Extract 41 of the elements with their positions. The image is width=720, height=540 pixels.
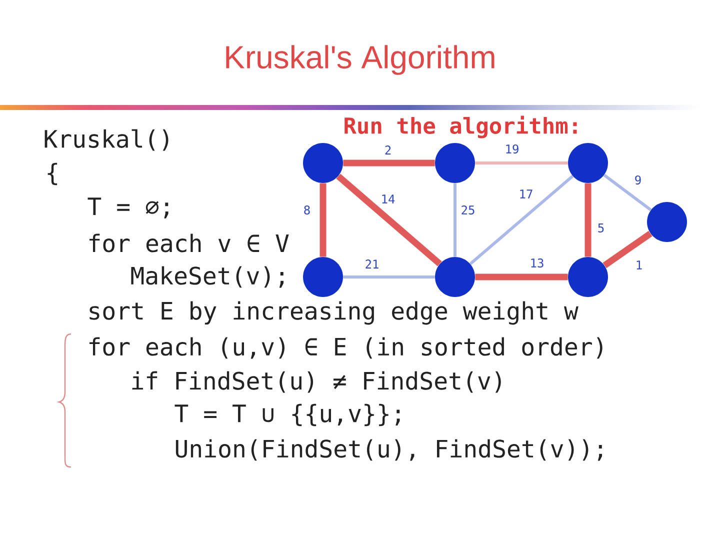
graph-vertex (303, 257, 343, 297)
graph-edge (320, 183, 326, 257)
graph-edge (343, 160, 435, 166)
code-line: { (48, 162, 58, 186)
edge-weight: 9 (633, 174, 643, 186)
graph-vertex (568, 257, 608, 297)
code-line: for each v ∈ V (90, 234, 289, 252)
graph-vertex (647, 202, 687, 242)
graph-edge (584, 183, 592, 257)
code-line: MakeSet(v); (131, 266, 284, 288)
graph-edge (343, 276, 435, 278)
graph-edge (602, 230, 652, 268)
edge-weight: 25 (460, 204, 476, 216)
instruction-text: Run the algorithm: (344, 116, 577, 138)
graph-vertex (303, 143, 343, 183)
graph-vertex (435, 257, 475, 297)
code-line: T = T ∪ {{u,v}}; (174, 404, 400, 426)
slide-title: Kruskal's Algorithm (226, 45, 494, 75)
edge-weight: 21 (364, 258, 380, 270)
edge-weight: 13 (528, 257, 546, 269)
edge-weight: 19 (504, 143, 520, 155)
code-line: Kruskal() (44, 129, 168, 151)
edge-weight: 1 (634, 260, 644, 270)
edge-weight: 14 (380, 194, 396, 204)
code-line: Union(FindSet(u), FindSet(v)); (176, 439, 602, 461)
edge-weight: 8 (302, 204, 312, 216)
graph-vertex (435, 143, 475, 183)
graph-vertex (568, 143, 608, 183)
graph-edge (469, 175, 574, 265)
code-line: for each (u,v) ∈ E (in sorted order) (90, 337, 602, 359)
graph-edge (475, 162, 568, 164)
graph-edge (603, 174, 652, 212)
edge-weight: 2 (383, 144, 393, 156)
graph-edge (475, 274, 568, 280)
graph-edge (336, 174, 442, 266)
code-line: T = ∅; (88, 198, 168, 218)
edge-weight: 5 (596, 222, 606, 234)
code-line: sort E by increasing edge weight w (90, 301, 578, 325)
code-line: if FindSet(u) ≠ FindSet(v) (132, 371, 501, 393)
graph-edge (454, 183, 456, 257)
edge-weight: 17 (518, 188, 534, 200)
